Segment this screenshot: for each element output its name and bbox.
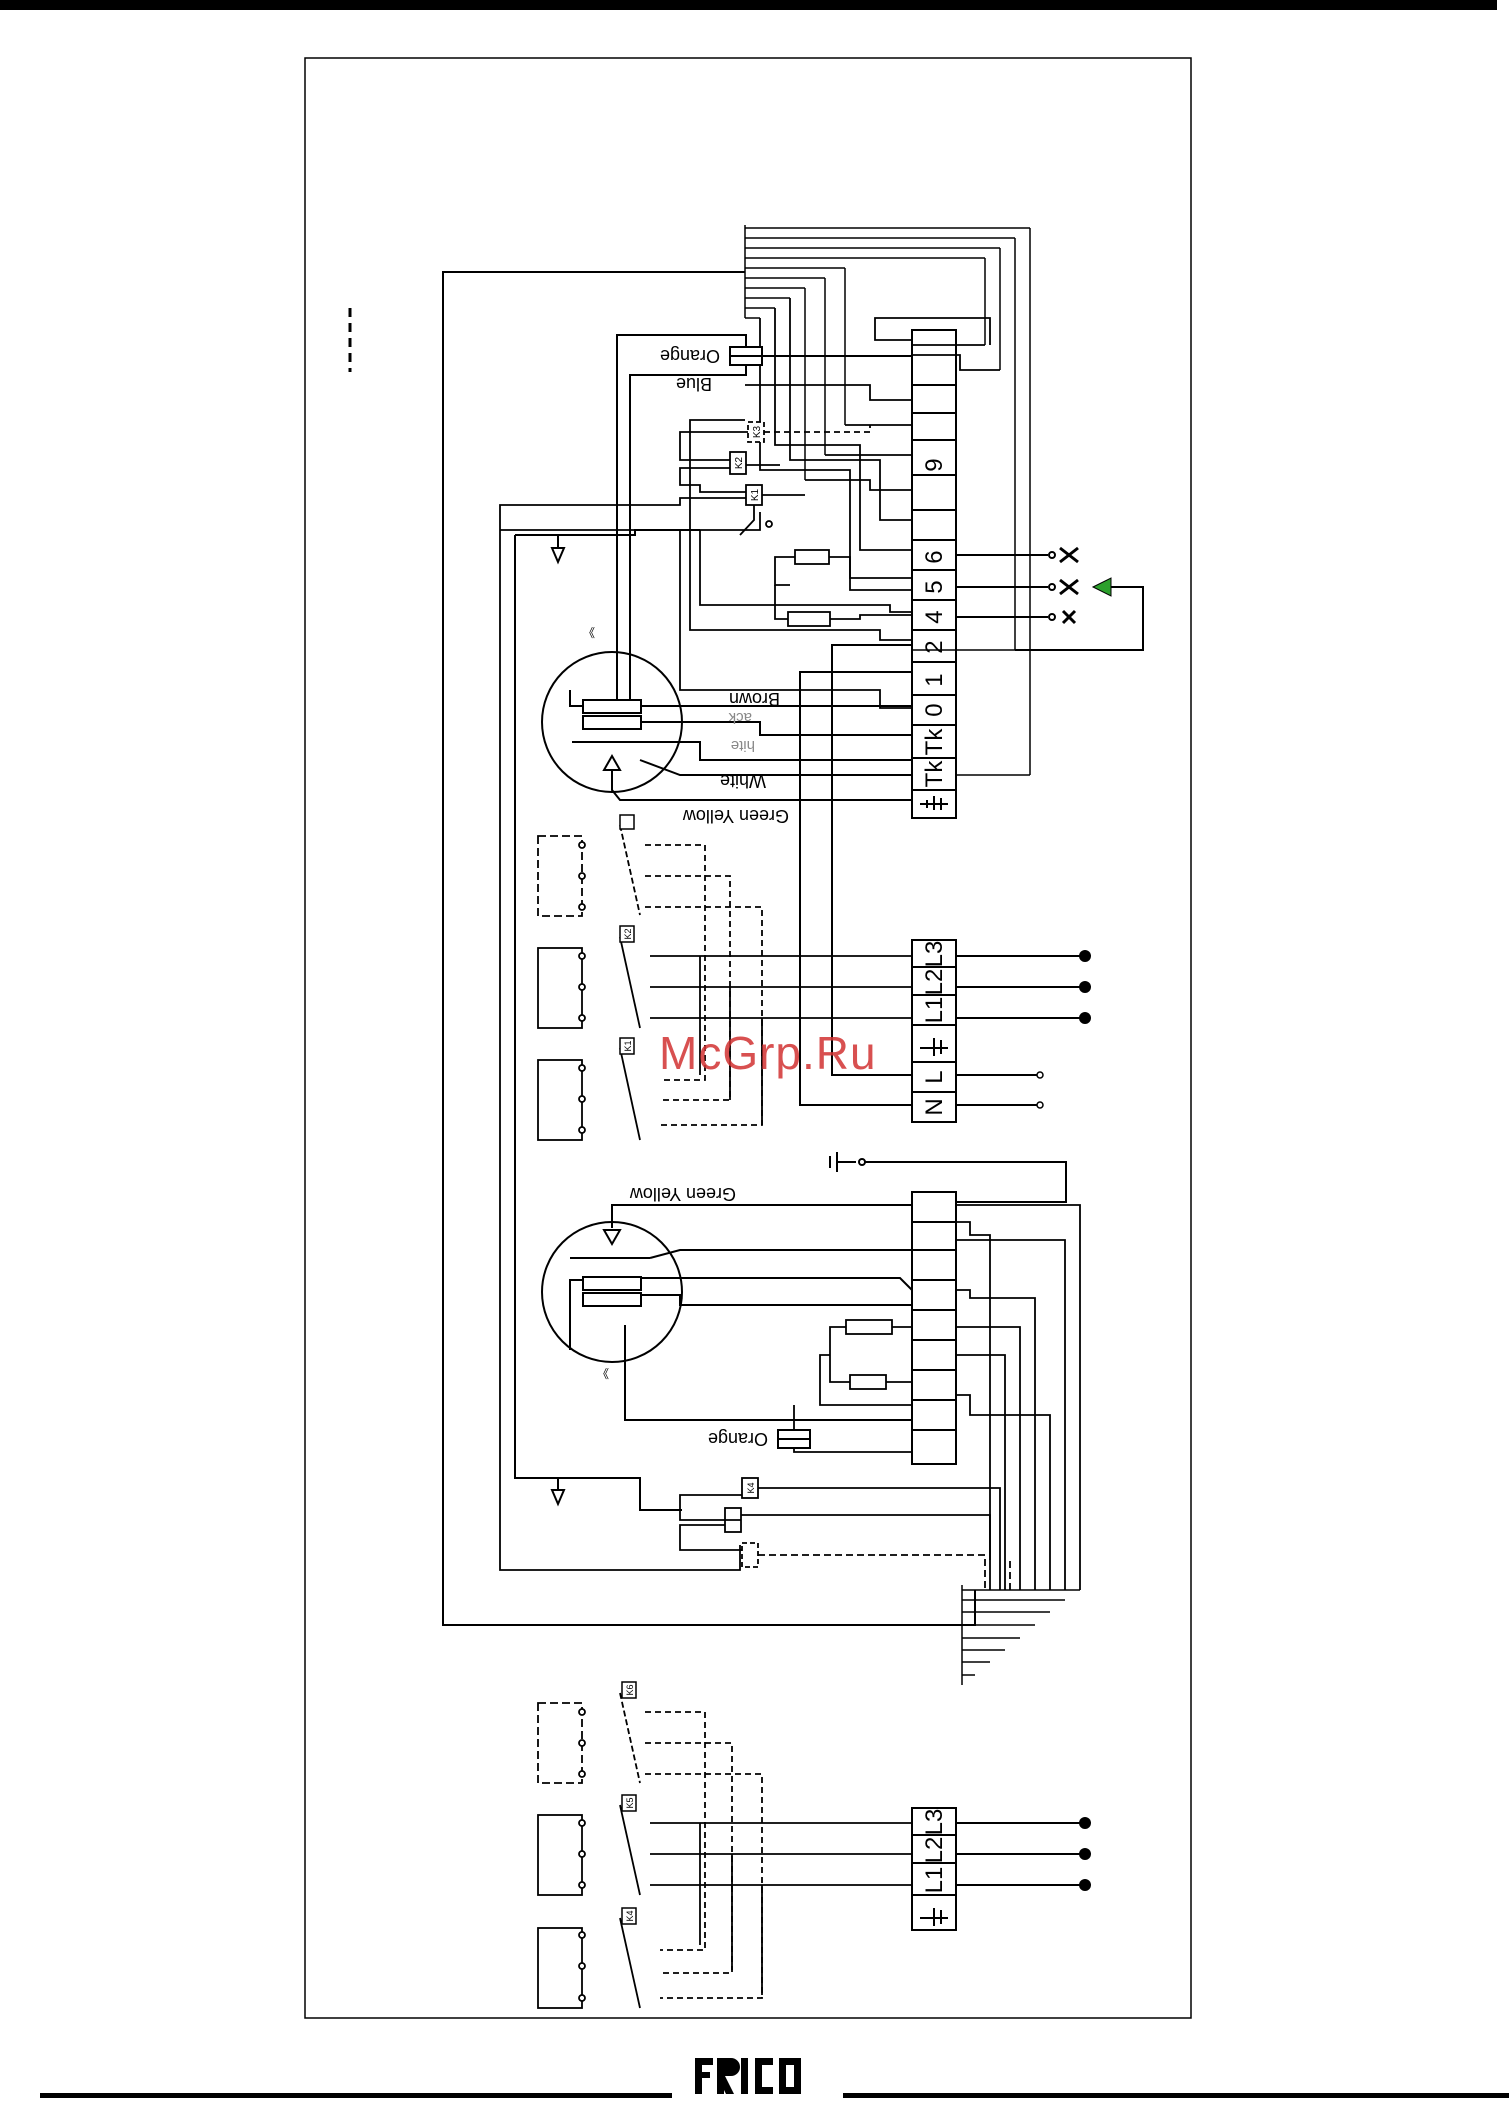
terminal-label: Tk [921,728,948,756]
relay-label: K4 [625,1910,635,1921]
resistor-network-bottom [820,1320,912,1405]
fan-outputs [956,552,1055,620]
relay-label: K4 [746,1482,756,1493]
relay-wires-top [500,425,870,1570]
frico-logo [693,2052,813,2100]
supply-label: N [921,1098,948,1115]
watermark: McGrp.Ru [659,1026,877,1080]
wire [630,365,746,700]
label-white: White [720,771,766,791]
arrow-icon [1093,578,1111,596]
wires-bottom [794,1205,1080,1590]
label-brown: Brown [729,689,780,709]
terminal-label: 0 [921,703,948,716]
supply-label: L3 [921,1809,948,1836]
earth-icon [920,1038,948,1056]
thermostat-bottom [515,1478,682,1510]
label-orange-bottom: Orange [708,1429,768,1449]
label-green-yellow-bottom: Green Yellow [629,1184,736,1204]
relay-label: K2 [734,456,745,469]
earth-icon [920,796,948,810]
relay-label: K6 [625,1684,635,1695]
relay-label: K1 [750,488,761,501]
contactor-group-top [538,825,912,1140]
terminal-label: Tk [921,760,948,788]
label-green-yellow-top: Green Yellow [682,806,789,826]
footer-rule-left [40,2093,672,2098]
supply-label: L2 [921,1837,948,1864]
thermostat-top [515,530,700,562]
supply-label: L [921,1070,948,1083]
label-orange-top: Orange [660,346,720,366]
terminal-label: 4 [921,610,948,623]
supply-terminals-bottom [1079,1817,1091,1891]
terminal-label: 1 [921,673,948,686]
connector-strip-bottom [500,1585,1080,1685]
header-rule [0,0,1497,10]
wire [1015,587,1143,650]
supply-label: L1 [921,1867,948,1894]
motor-mark: 《 [597,1367,609,1381]
supply-lines-bottom [956,1823,1085,1885]
motor-mark: 《 [583,626,595,640]
terminal-block-bottom [912,1192,956,1464]
relay-wires-bottom [680,1488,1010,1590]
relay-label: K1 [623,1040,633,1051]
fan-x-icon [1060,548,1078,623]
earth-icon [830,1152,1066,1202]
terminal-label: 2 [921,640,948,653]
footer-rule-right [843,2093,1509,2098]
terminal-label: 5 [921,580,948,593]
relay-label: K3 [752,425,763,438]
relay-label: K2 [623,928,633,939]
resistor-network [775,550,912,626]
supply-terminals-top [1079,950,1091,1024]
contactor-group-bottom [538,1693,912,2008]
supply-label: L2 [921,969,948,996]
label-white-faint: hite [731,737,755,754]
earth-icon [920,1908,948,1926]
connector-strip-top [745,225,1030,775]
wire [443,272,975,1625]
relay-label: K5 [625,1797,635,1808]
capacitor-top [730,347,762,365]
terminal-label: 9 [921,458,948,471]
label-blue: Blue [676,374,712,394]
terminal-label: 6 [921,550,948,563]
capacitor-bottom [778,1430,810,1448]
supply-label: L1 [921,997,948,1024]
label-black: ack [728,709,752,726]
supply-label: L3 [921,941,948,968]
